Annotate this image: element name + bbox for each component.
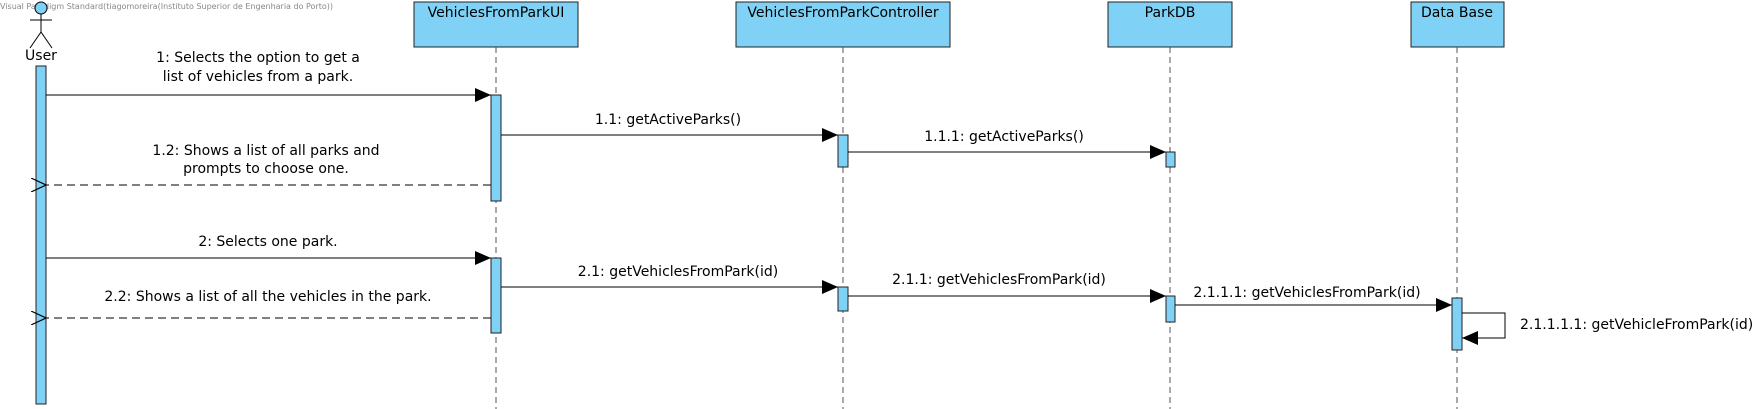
activation-database [1451,297,1463,351]
activation-ui-2 [490,257,502,334]
message-2-1-1[interactable]: 2.1.1: getVehiclesFromPark(id) [848,272,1166,303]
activation-controller-2 [837,286,849,312]
lifeline-ui-box [413,1,579,48]
activation-parkdb-1 [1165,151,1176,168]
lifeline-controller-box [735,1,951,48]
message-2-1-1-1-1[interactable]: 2.1.1.1.1: getVehicleFromPark(id) [1462,312,1753,345]
actor-user[interactable]: User [25,1,57,64]
message-1[interactable]: 1: Selects the option to get a list of v… [46,50,491,102]
message-2-1-1-label: 2.1.1: getVehiclesFromPark(id) [892,272,1106,288]
message-1-1-1[interactable]: 1.1.1: getActiveParks() [848,129,1166,159]
message-2-1[interactable]: 2.1: getVehiclesFromPark(id) [501,264,838,294]
lifeline-parkdb-label: ParkDB [1145,5,1196,21]
actor-head [34,1,48,15]
watermark-text: Visual Paradigm Standard(tiagomoreira(In… [0,2,333,11]
message-1-label-line2: list of vehicles from a park. [163,69,353,85]
actor-label: User [25,48,57,64]
lifeline-parkdb-box [1107,1,1233,48]
lifeline-ui-label: VehiclesFromParkUI [428,5,565,21]
activation-parkdb-2 [1165,295,1176,323]
message-2-1-1-1-1-arrow [1462,312,1506,345]
lifeline-database-label: Data Base [1421,5,1493,21]
message-2-1-label: 2.1: getVehiclesFromPark(id) [578,264,778,280]
lifeline-parkdb[interactable]: ParkDB [1107,1,1233,48]
message-1-1-label: 1.1: getActiveParks() [595,112,741,128]
message-1-2-label-line1: 1.2: Shows a list of all parks and [152,143,379,159]
message-2-2-label: 2.2: Shows a list of all the vehicles in… [104,289,431,305]
message-2-label: 2: Selects one park. [198,234,337,250]
message-2-1-1-1[interactable]: 2.1.1.1: getVehiclesFromPark(id) [1175,285,1452,312]
activation-ui-1 [490,94,502,202]
message-2-1-1-1-label: 2.1.1.1: getVehiclesFromPark(id) [1193,285,1420,301]
message-2-1-1-1-1-label: 2.1.1.1.1: getVehicleFromPark(id) [1520,317,1753,333]
lifeline-controller-label: VehiclesFromParkController [747,5,938,21]
actor-leg-left [29,31,42,49]
lifeline-ui[interactable]: VehiclesFromParkUI [413,1,579,48]
activation-user [35,65,47,405]
message-1-1[interactable]: 1.1: getActiveParks() [501,112,838,142]
message-1-2[interactable]: 1.2: Shows a list of all parks and promp… [46,143,491,185]
message-2-2[interactable]: 2.2: Shows a list of all the vehicles in… [46,289,491,318]
actor-leg-right [40,31,53,49]
lifeline-controller[interactable]: VehiclesFromParkController [735,1,951,48]
message-1-label-line1: 1: Selects the option to get a [156,50,360,66]
activation-controller-1 [837,134,849,168]
lifeline-database-box [1410,1,1505,48]
message-1-1-1-label: 1.1.1: getActiveParks() [924,129,1084,145]
message-1-2-label-line2: prompts to choose one. [183,161,349,177]
lifeline-database[interactable]: Data Base [1410,1,1505,48]
message-2[interactable]: 2: Selects one park. [46,234,491,265]
